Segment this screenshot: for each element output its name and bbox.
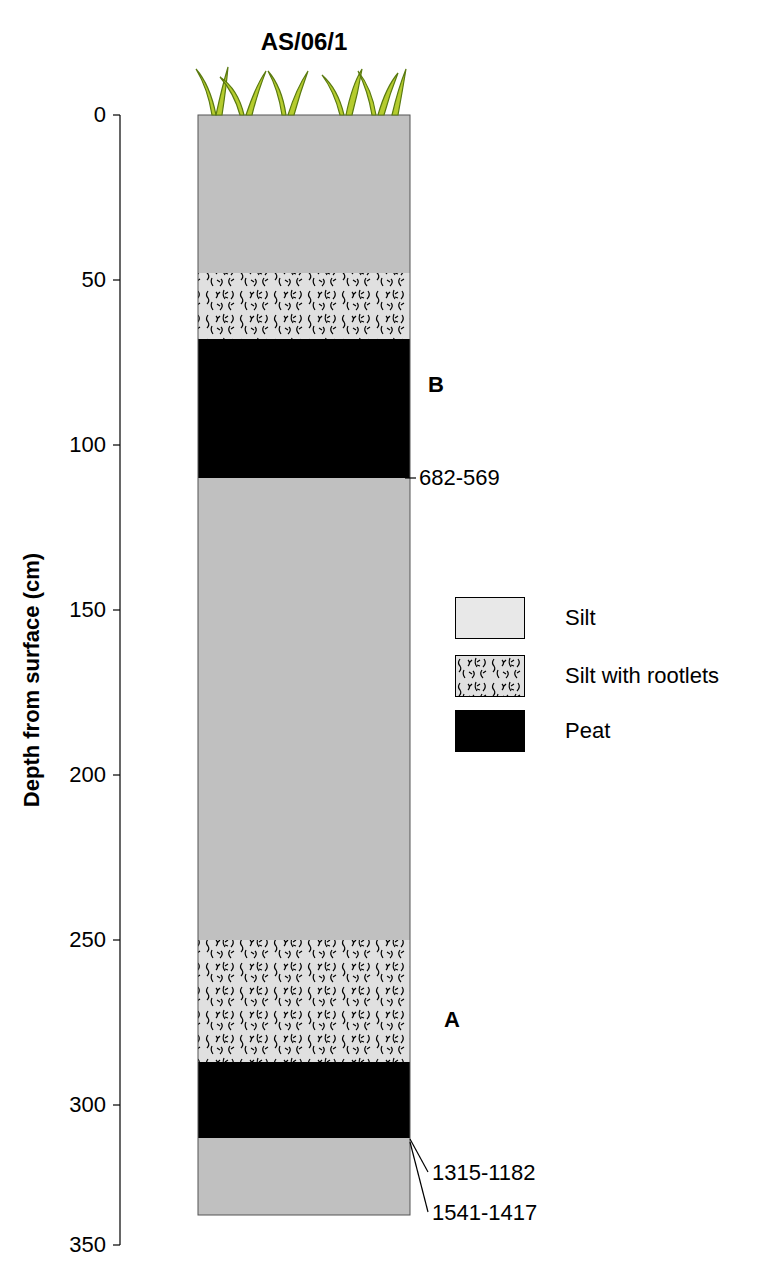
- depth-axis: [113, 115, 120, 1245]
- rootlet-layer: [198, 940, 410, 1062]
- silt-layer: [198, 115, 410, 1215]
- legend-label: Silt: [565, 607, 596, 629]
- legend-swatch: [455, 597, 525, 639]
- axis-title: Depth from surface (cm): [21, 553, 43, 807]
- legend-label: Silt with rootlets: [565, 665, 719, 687]
- peat-layer: [198, 1062, 410, 1138]
- legend-swatch: [455, 710, 525, 752]
- tick-label: 150: [69, 599, 106, 621]
- tick-label: 0: [94, 104, 106, 126]
- core-label: A: [444, 1009, 460, 1031]
- grass-symbol: [196, 67, 406, 115]
- core-label: B: [428, 374, 444, 396]
- date-label: 1315-1182: [432, 1162, 536, 1184]
- date-label: 682-569: [419, 467, 500, 489]
- column-title: AS/06/1: [261, 30, 348, 54]
- peat-layer: [198, 339, 410, 478]
- tick-label: 100: [69, 434, 106, 456]
- legend-swatch: [455, 655, 525, 697]
- date-label: 1541-1417: [432, 1202, 537, 1224]
- tick-label: 300: [69, 1094, 106, 1116]
- legend-label: Peat: [565, 720, 610, 742]
- rootlet-layer: [198, 273, 410, 339]
- tick-label: 250: [69, 929, 106, 951]
- tick-label: 350: [69, 1234, 106, 1256]
- tick-label: 200: [69, 764, 106, 786]
- tick-label: 50: [82, 269, 106, 291]
- date-leader: [405, 478, 428, 1212]
- column-outline: [198, 115, 410, 1215]
